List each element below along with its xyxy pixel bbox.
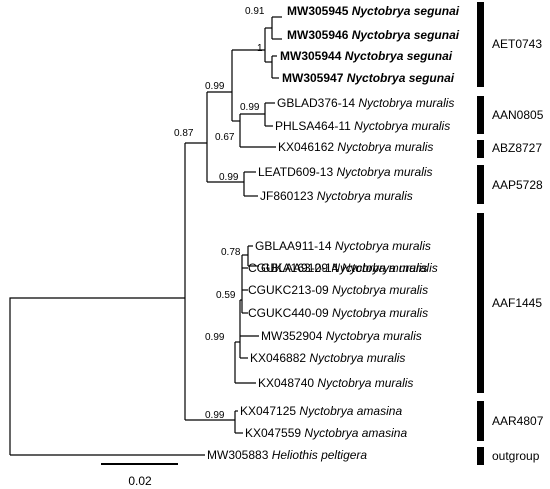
tip-label-phlsa464: PHLSA464-11 Nyctobrya muralis: [275, 119, 450, 133]
bin-label-aan0805: AAN0805: [492, 108, 544, 122]
tip-label-cguka163: CGUKA163-09 Nyctobrya muralis: [248, 261, 427, 275]
tip-label-kx046882: KX046882 Nyctobrya muralis: [250, 351, 405, 365]
bin-bar-aar4807: [477, 401, 484, 441]
tip-label-mw305946: MW305946 Nyctobrya segunai: [287, 28, 460, 42]
support-value-067: 0.67: [215, 132, 235, 143]
support-value-099e: 0.99: [205, 410, 225, 421]
bin-bar-aan0805: [477, 96, 484, 134]
tip-labels: MW305945 Nyctobrya segunai MW305946 Nyct…: [207, 4, 460, 462]
bin-label-abz8727: ABZ8727: [492, 141, 542, 155]
bin-bar-aet0743: [477, 2, 484, 87]
scale-bar-label: 0.02: [128, 474, 152, 488]
support-value-087: 0.87: [174, 128, 194, 139]
bin-label-aar4807: AAR4807: [492, 414, 544, 428]
tip-label-kx047559: KX047559 Nyctobrya amasina: [245, 426, 407, 440]
tip-label-cgukc213-visible: CGUKC213-09 Nyctobrya muralis: [248, 283, 428, 297]
tip-label-kx048740: KX048740 Nyctobrya muralis: [258, 376, 413, 390]
support-value-099c: 0.99: [219, 172, 239, 183]
tip-label-jf860123: JF860123 Nyctobrya muralis: [260, 189, 413, 203]
support-value-078: 0.78: [221, 247, 241, 258]
tip-label-mw352904: MW352904 Nyctobrya muralis: [261, 329, 422, 343]
bin-label-aap5728: AAP5728: [492, 178, 543, 192]
tip-label-mw305947: MW305947 Nyctobrya segunai: [282, 71, 455, 85]
support-value-099b: 0.99: [240, 102, 260, 113]
tip-label-mw305883: MW305883 Heliothis peltigera: [207, 448, 367, 462]
tip-label-mw305945: MW305945 Nyctobrya segunai: [287, 4, 460, 18]
tip-label-mw305944: MW305944 Nyctobrya segunai: [280, 49, 453, 63]
scale-bar: 0.02: [101, 463, 178, 488]
tip-label-kx047125: KX047125 Nyctobrya amasina: [240, 404, 402, 418]
support-values: 0.91 1 0.99 0.99 0.67 0.87 0.99 0.78 0.5…: [174, 6, 265, 421]
tip-label-cgukc440: CGUKC440-09 Nyctobrya muralis: [248, 306, 428, 320]
bin-label-outgroup: outgroup: [492, 449, 540, 463]
support-value-091: 0.91: [245, 6, 265, 17]
support-value-1: 1: [257, 43, 263, 54]
bin-label-aaf1445: AAF1445: [492, 296, 542, 310]
tip-label-gblaa911: GBLAA911-14 Nyctobrya muralis: [255, 239, 431, 253]
branch-root-ingroup: [9, 297, 185, 455]
bin-bar-aaf1445: [477, 213, 484, 393]
bin-annotations: AET0743 AAN0805 ABZ8727 AAP5728 AAF1445 …: [477, 2, 544, 465]
tip-label-gblad376: GBLAD376-14 Nyctobrya muralis: [277, 96, 454, 110]
tip-label-kx046162: KX046162 Nyctobrya muralis: [278, 140, 433, 154]
support-value-099a: 0.99: [205, 81, 225, 92]
bin-bar-aap5728: [477, 165, 484, 204]
bin-bar-abz8727: [477, 140, 484, 158]
bin-bar-outgroup: [477, 447, 484, 465]
support-value-059: 0.59: [216, 290, 236, 301]
tree-branches: [9, 16, 282, 456]
support-value-099d: 0.99: [205, 332, 225, 343]
tip-label-leatd609: LEATD609-13 Nyctobrya muralis: [258, 165, 433, 179]
tip-label-gblaa912: GBLAA912-14 Nyctobrya muralis: [261, 261, 438, 275]
bin-label-aet0743: AET0743: [492, 37, 542, 51]
